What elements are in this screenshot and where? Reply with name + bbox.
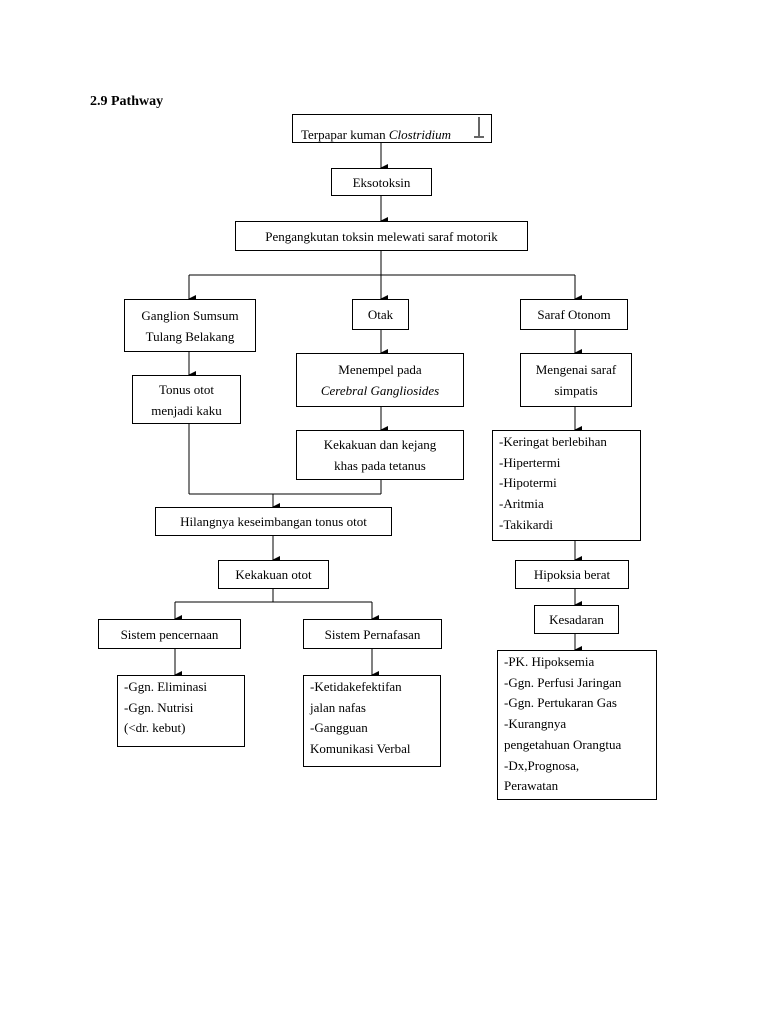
dx-pernafasan-box: -Ketidakefektifan jalan nafas -Gangguan … (303, 675, 441, 767)
pengangkutan-box: Pengangkutan toksin melewati saraf motor… (235, 221, 528, 251)
sistem-pernafasan-box: Sistem Pernafasan (303, 619, 442, 649)
ganglion-box: Ganglion Sumsum Tulang Belakang (124, 299, 256, 352)
list-item: -Ketidakefektifan (310, 679, 402, 694)
mengenai-saraf-box: Mengenai saraf simpatis (520, 353, 632, 407)
list-item: -Gangguan (310, 720, 368, 736)
eksotoksin-box: Eksotoksin (331, 168, 432, 196)
dx-kesadaran-box: -PK. Hipoksemia -Ggn. Perfusi Jaringan -… (497, 650, 657, 800)
list-item: -Kurangnya (504, 716, 567, 732)
section-heading: 2.9 Pathway (90, 94, 164, 109)
list-item: pengetahuan Orangtua (504, 736, 622, 752)
list-item: -Aritmia (499, 496, 544, 512)
list-item: -Takikardi (499, 516, 553, 532)
list-item: -Ggn. Pertukaran Gas (504, 695, 617, 711)
top-box-arrow-icon (474, 117, 484, 138)
list-item: -Ggn. Nutrisi (124, 699, 194, 715)
kesadaran-box: Kesadaran (534, 605, 619, 634)
list-item: -PK. Hipoksemia (504, 654, 595, 669)
menempel-box: Menempel pada Cerebral Gangliosides (296, 353, 464, 407)
list-item: -Keringat berlebihan (499, 434, 607, 449)
list-item: Perawatan (504, 778, 559, 794)
gejala-otonom-box: -Keringat berlebihan -Hipertermi -Hipote… (492, 430, 641, 541)
kekakuan-otot-box: Kekakuan otot (218, 560, 329, 589)
list-item: -Hipertermi (499, 454, 561, 470)
list-item: -Ggn. Eliminasi (124, 679, 208, 694)
list-item: -Hipotermi (499, 475, 557, 491)
saraf-otonom-box: Saraf Otonom (520, 299, 628, 330)
list-item: jalan nafas (310, 699, 366, 715)
list-item: Komunikasi Verbal (310, 741, 411, 757)
hipoksia-box: Hipoksia berat (515, 560, 629, 589)
kekakuan-kejang-box: Kekakuan dan kejang khas pada tetanus (296, 430, 464, 480)
top-box: Terpapar kuman Clostridium (292, 114, 492, 143)
hilangnya-box: Hilangnya keseimbangan tonus otot (155, 507, 392, 536)
tonus-otot-box: Tonus otot menjadi kaku (132, 375, 241, 424)
otak-box: Otak (352, 299, 409, 330)
list-item: (<dr. kebut) (124, 720, 186, 736)
list-item: -Dx,Prognosa, (504, 757, 580, 773)
sistem-pencernaan-box: Sistem pencernaan (98, 619, 241, 649)
dx-pencernaan-box: -Ggn. Eliminasi -Ggn. Nutrisi (<dr. kebu… (117, 675, 245, 747)
list-item: -Ggn. Perfusi Jaringan (504, 674, 622, 690)
top-box-text: Terpapar kuman Clostridium (301, 127, 452, 142)
